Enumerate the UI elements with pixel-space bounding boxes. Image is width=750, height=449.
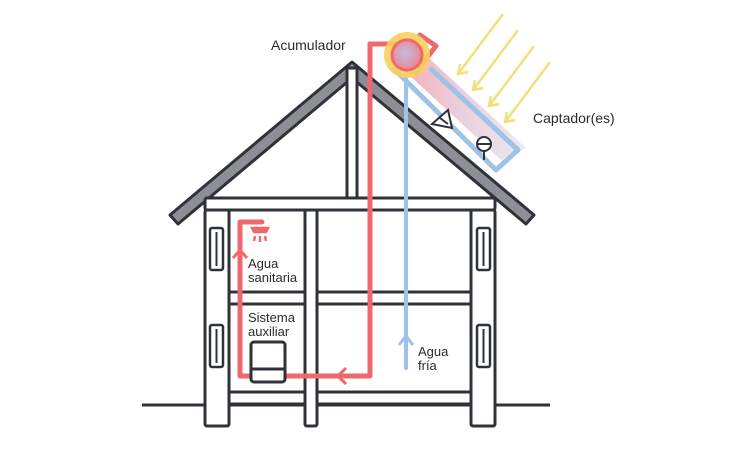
shower-icon [249,226,271,242]
label-agua-sanitaria-line2: sanitaria [248,270,298,285]
label-acumulador: Acumulador [271,37,346,53]
hot-flow-arrow [335,366,348,386]
hot-up-arrow [231,247,249,259]
label-sistema-auxiliar-line1: Sistema [248,310,295,325]
label-agua-fria-line1: Agua [418,344,449,359]
label-agua-sanitaria-line1: Agua [248,256,279,271]
chimney [345,66,359,200]
pump-icon [429,108,454,130]
tank-icon [390,38,424,72]
wall-windows [208,226,492,369]
house-frame [203,196,497,428]
valve-icon [476,136,492,160]
accumulator-tank [384,32,430,78]
label-captadores: Captador(es) [533,110,615,126]
label-agua-fria-line2: fría [418,358,437,373]
roof [168,60,536,226]
sun-rays [456,13,551,124]
auxiliary-system-box [249,340,287,384]
cold-flow-arrow [397,333,415,346]
label-sistema-auxiliar-line2: auxiliar [248,324,290,339]
